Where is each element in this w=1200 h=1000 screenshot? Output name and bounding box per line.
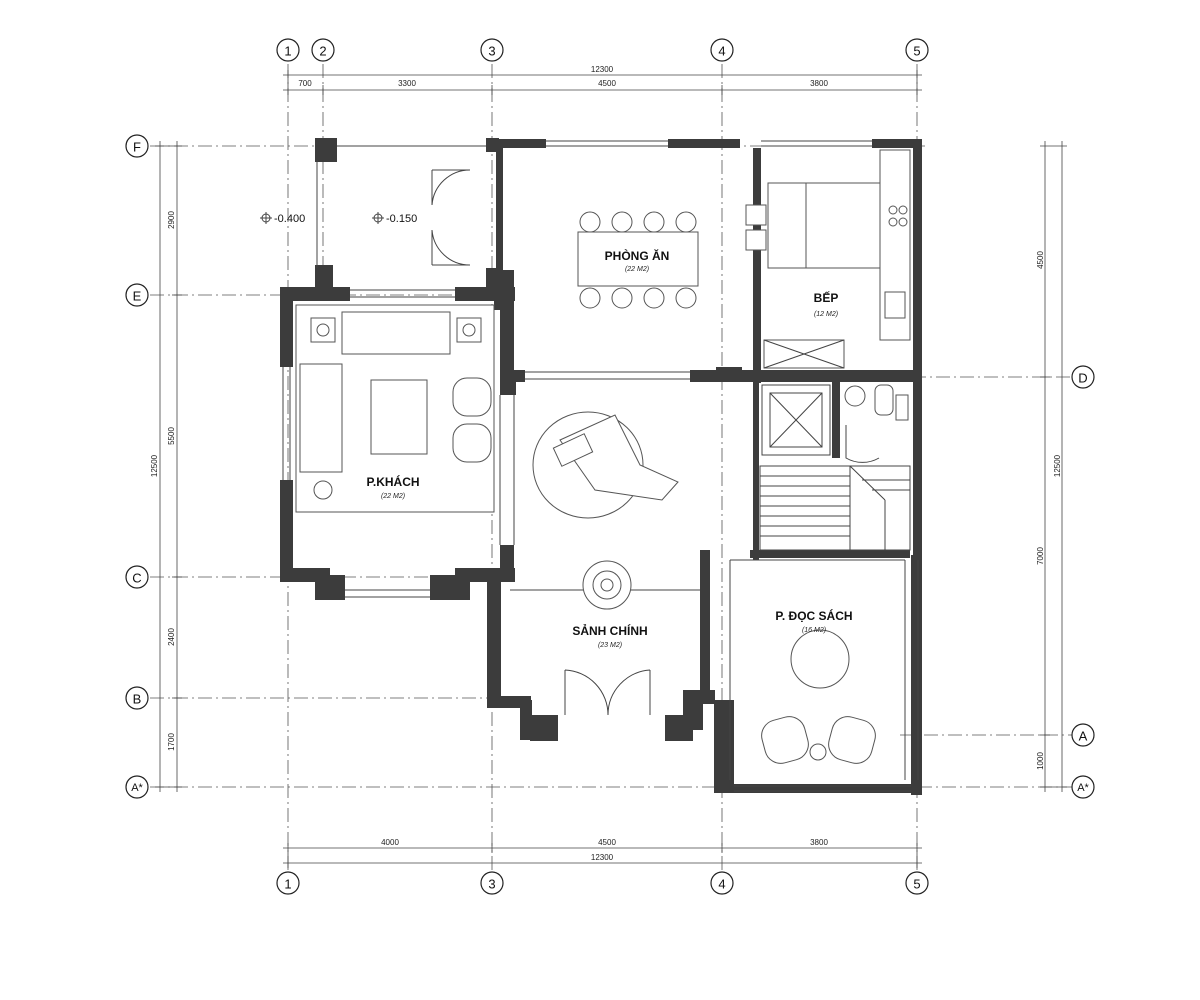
axis-bubble-left-F: F bbox=[125, 134, 149, 158]
room-label-reading: P. ĐỌC SÁCH bbox=[775, 608, 852, 623]
grand-piano bbox=[532, 411, 679, 519]
living-room-furniture bbox=[295, 304, 495, 513]
axis-bubble-right-D: D bbox=[1071, 365, 1095, 389]
svg-text:-0.150: -0.150 bbox=[386, 213, 417, 225]
dim-top-total: 12300 bbox=[591, 65, 614, 74]
room-area-dining: (22 M2) bbox=[625, 266, 649, 273]
axis-bubble-bottom-3: 3 bbox=[480, 871, 504, 895]
dim-left-total: 12500 bbox=[150, 454, 159, 477]
dimension-labels: 12300 700 3300 4500 3800 4000 4500 3800 … bbox=[150, 65, 1062, 862]
axis-bubble-left-B: B bbox=[125, 686, 149, 710]
axis-bubble-top-3: 3 bbox=[480, 38, 504, 62]
room-label-main-hall: SẢNH CHÍNH bbox=[572, 623, 647, 638]
svg-text:5: 5 bbox=[913, 44, 920, 59]
dim-left-1700: 1700 bbox=[167, 733, 176, 751]
elevator bbox=[761, 384, 831, 456]
axis-bubble-bottom-4: 4 bbox=[710, 871, 734, 895]
svg-text:1: 1 bbox=[284, 44, 291, 59]
axis-bubble-bottom-1: 1 bbox=[276, 871, 300, 895]
dim-top-3800: 3800 bbox=[810, 79, 828, 88]
dim-bottom-total: 12300 bbox=[591, 853, 614, 862]
svg-text:A: A bbox=[1079, 729, 1088, 744]
svg-text:C: C bbox=[132, 571, 141, 586]
svg-text:A*: A* bbox=[131, 782, 143, 794]
svg-text:3: 3 bbox=[488, 877, 495, 892]
room-label-dining: PHÒNG ĂN bbox=[605, 248, 670, 263]
axis-bubble-right-A-star: A* bbox=[1071, 775, 1095, 799]
wc-fixtures bbox=[844, 384, 909, 421]
dim-left-2900: 2900 bbox=[167, 211, 176, 229]
dim-left-5500: 5500 bbox=[167, 427, 176, 445]
svg-text:4: 4 bbox=[718, 877, 725, 892]
svg-text:1: 1 bbox=[284, 877, 291, 892]
dim-bottom-4500: 4500 bbox=[598, 838, 616, 847]
svg-text:-0.400: -0.400 bbox=[274, 213, 305, 225]
room-area-main-hall: (23 M2) bbox=[598, 642, 622, 649]
axis-bubble-left-A-star: A* bbox=[125, 775, 149, 799]
room-area-reading: (16 M2) bbox=[802, 627, 826, 634]
axis-bubble-top-1: 1 bbox=[276, 38, 300, 62]
dim-right-4500: 4500 bbox=[1036, 251, 1045, 269]
axis-bubble-right-A: A bbox=[1071, 723, 1095, 747]
axis-bubble-top-4: 4 bbox=[710, 38, 734, 62]
level-marker-1: -0.400 bbox=[260, 212, 305, 225]
svg-text:3: 3 bbox=[488, 44, 495, 59]
doors bbox=[431, 169, 880, 716]
dimension-lines bbox=[155, 70, 1067, 868]
dim-top-4500: 4500 bbox=[598, 79, 616, 88]
svg-text:4: 4 bbox=[718, 44, 725, 59]
stairs bbox=[759, 465, 911, 551]
svg-text:B: B bbox=[133, 692, 142, 707]
axis-bubbles: 1 2 3 4 5 1 3 4 5 F E C B A* D A A* bbox=[125, 38, 1095, 895]
dining-table-set bbox=[577, 211, 699, 309]
kitchen-counter bbox=[745, 149, 911, 369]
axis-bubble-top-5: 5 bbox=[905, 38, 929, 62]
room-labels: PHÒNG ĂN (22 M2) BẾP (12 M2) P.KHÁCH (22… bbox=[366, 248, 852, 649]
dim-bottom-3800: 3800 bbox=[810, 838, 828, 847]
room-area-living: (22 M2) bbox=[381, 493, 405, 500]
svg-text:D: D bbox=[1078, 371, 1087, 386]
svg-text:5: 5 bbox=[913, 877, 920, 892]
axis-bubble-top-2: 2 bbox=[311, 38, 335, 62]
reading-room-furniture bbox=[761, 629, 876, 764]
axis-bubble-left-E: E bbox=[125, 283, 149, 307]
axis-bubble-bottom-5: 5 bbox=[905, 871, 929, 895]
dim-right-1000: 1000 bbox=[1036, 752, 1045, 770]
axis-bubble-left-C: C bbox=[125, 565, 149, 589]
dim-top-3300: 3300 bbox=[398, 79, 416, 88]
dim-right-total: 12500 bbox=[1053, 454, 1062, 477]
svg-text:E: E bbox=[133, 289, 142, 304]
svg-text:F: F bbox=[133, 140, 141, 155]
room-label-kitchen: BẾP bbox=[814, 290, 839, 305]
dim-left-2400: 2400 bbox=[167, 628, 176, 646]
svg-text:2: 2 bbox=[319, 44, 326, 59]
walls bbox=[280, 138, 922, 795]
dim-top-700: 700 bbox=[298, 79, 312, 88]
room-label-living: P.KHÁCH bbox=[366, 474, 419, 489]
level-markers: -0.400 -0.150 bbox=[260, 212, 417, 225]
svg-text:A*: A* bbox=[1077, 782, 1089, 794]
level-marker-2: -0.150 bbox=[372, 212, 417, 225]
plant-decoration bbox=[582, 560, 632, 610]
dim-right-7000: 7000 bbox=[1036, 547, 1045, 565]
room-area-kitchen: (12 M2) bbox=[814, 311, 838, 318]
dim-bottom-4000: 4000 bbox=[381, 838, 399, 847]
